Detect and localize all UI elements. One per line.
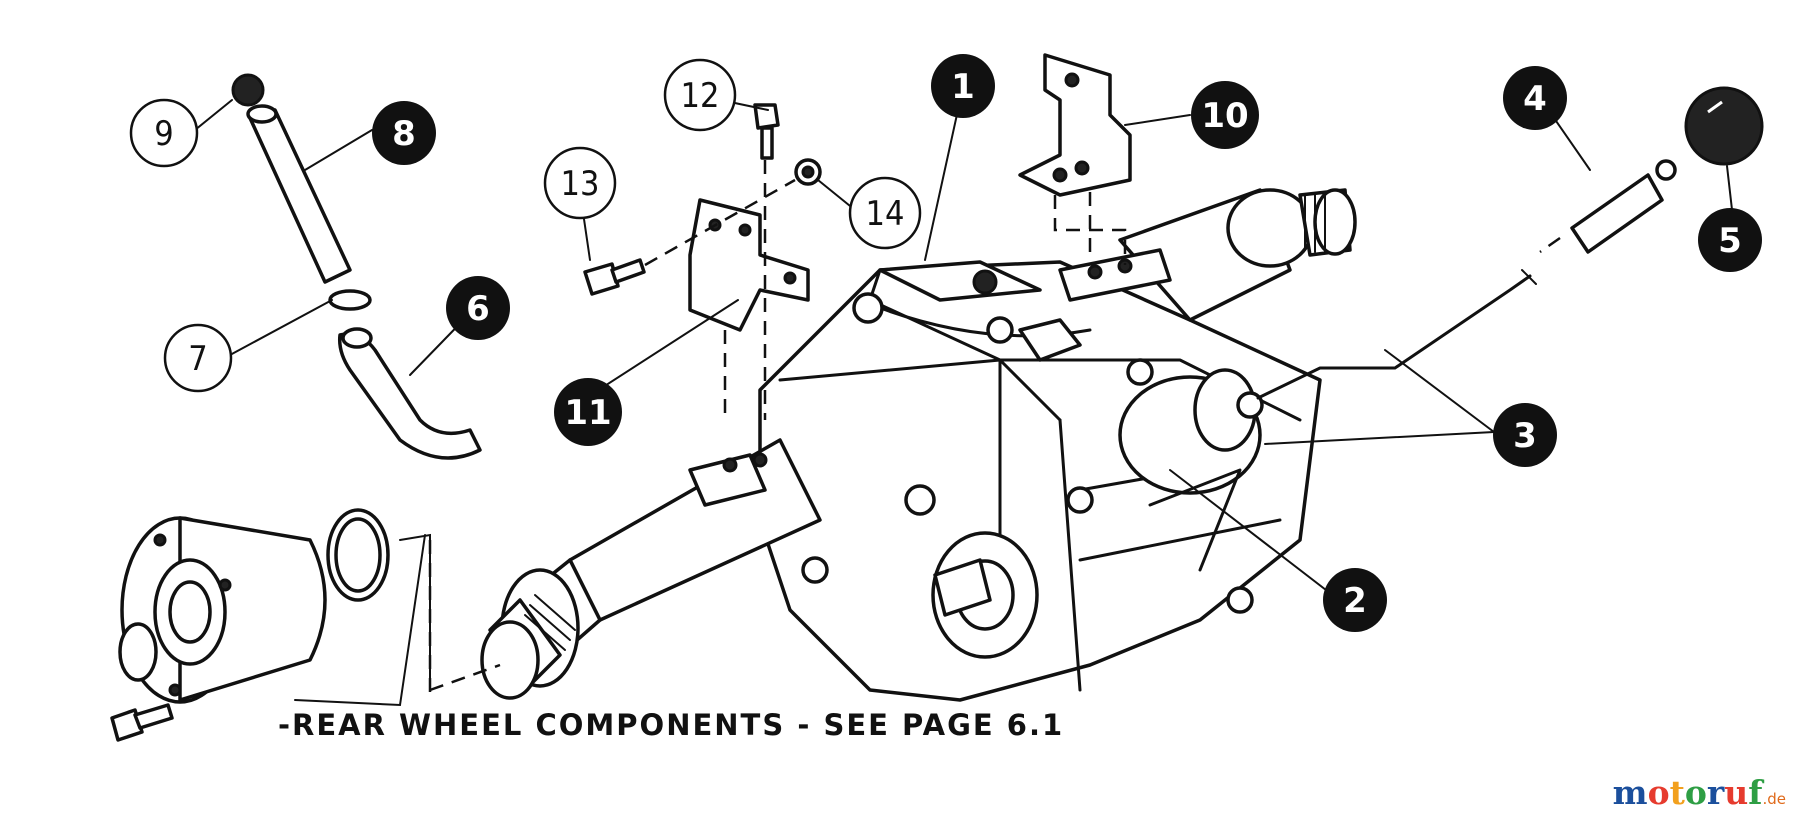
leader-lines [194,77,1736,591]
callout-3: 3 [1493,403,1557,467]
motoruf-watermark: motoruf.de [1613,773,1786,812]
callout-10: 10 [1191,81,1259,149]
callout-11: 11 [554,378,622,446]
svg-text:2: 2 [1343,581,1367,621]
watermark-letter: o [1684,773,1707,812]
shift-lever-assembly [1118,269,1537,572]
callout-13: 13 [543,146,617,220]
mount-bracket-11 [688,198,810,332]
transaxle-housing [758,260,1322,702]
rear-wheel-components-caption: -REAR WHEEL COMPONENTS - SEE PAGE 6.1 [278,708,1065,742]
watermark-letter: t [1669,773,1685,812]
left-axle-tube [480,438,822,700]
watermark-wordmark: motoruf [1613,773,1763,812]
svg-text:13: 13 [561,164,600,204]
callout-14: 14 [848,176,922,250]
watermark-suffix: .de [1762,790,1786,808]
callout-5: 5 [1698,208,1762,272]
callout-9: 9 [129,98,199,168]
hub-bolt [110,703,174,742]
callout-8: 8 [372,101,436,165]
svg-text:1: 1 [951,67,975,107]
shift-knob [1684,86,1764,166]
svg-text:9: 9 [154,114,173,154]
svg-text:3: 3 [1513,416,1537,456]
bolt-12 [753,103,780,160]
callout-12: 12 [663,58,737,132]
nut-14 [794,158,822,186]
callout-7: 7 [163,323,233,393]
svg-text:8: 8 [392,114,416,154]
svg-text:4: 4 [1523,79,1547,119]
breather-parts [231,73,482,460]
watermark-letter: m [1612,773,1648,812]
callout-6: 6 [446,276,510,340]
gasket [326,508,390,602]
watermark-letter: o [1647,773,1670,812]
mount-bracket-10 [1018,53,1132,265]
svg-text:6: 6 [466,289,490,329]
callout-4: 4 [1503,66,1567,130]
svg-text:14: 14 [866,194,905,234]
callout-2: 2 [1323,568,1387,632]
svg-text:7: 7 [188,339,207,379]
shift-handle [1570,159,1677,254]
bolt-13 [583,258,646,296]
svg-text:5: 5 [1718,221,1742,261]
rear-wheel-hub [118,516,327,704]
svg-text:11: 11 [564,393,611,433]
svg-text:10: 10 [1201,96,1248,136]
watermark-letter: u [1724,773,1749,812]
watermark-letter: f [1748,773,1763,812]
right-axle-tube [1058,188,1357,322]
watermark-letter: r [1706,773,1725,812]
svg-text:12: 12 [681,76,720,116]
callout-1: 1 [931,54,995,118]
